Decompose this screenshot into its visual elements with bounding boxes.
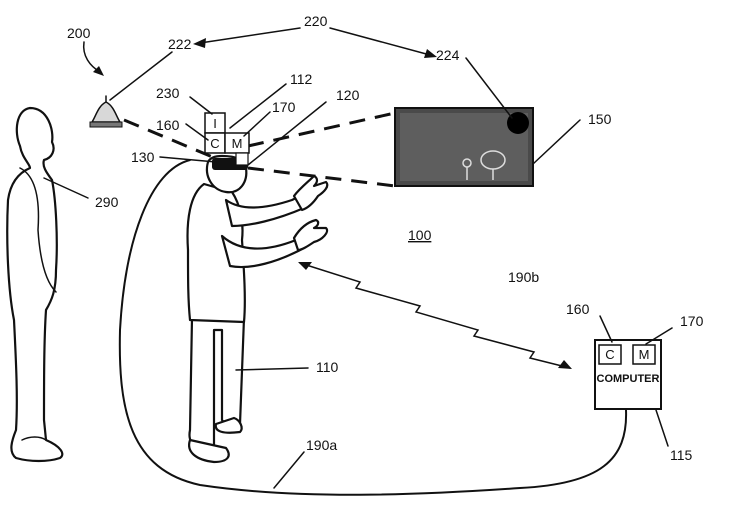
label-120: 120: [336, 87, 360, 103]
label-224: 224: [436, 47, 460, 63]
computer-m-letter: M: [639, 347, 650, 362]
label-112: 112: [290, 71, 313, 87]
headset-i-letter: I: [213, 116, 217, 131]
label-115: 115: [670, 447, 693, 463]
computer-title: COMPUTER: [597, 373, 660, 385]
computer-c-letter: C: [605, 347, 614, 362]
headset-module: I C M: [204, 112, 250, 166]
label-200: 200: [67, 25, 91, 41]
label-170-headset: 170: [272, 99, 296, 115]
label-150: 150: [588, 111, 612, 127]
wireless-link-190b: [299, 262, 571, 369]
bell-icon: [89, 95, 123, 128]
computer-box: C M COMPUTER: [594, 339, 662, 410]
leader-lines: [43, 51, 673, 489]
label-230: 230: [156, 85, 180, 101]
display-screen: [394, 107, 534, 187]
label-160-computer: 160: [566, 301, 590, 317]
observer-person: [6, 106, 64, 463]
arrowhead-computer: [558, 360, 572, 369]
label-290: 290: [95, 194, 119, 210]
label-160-headset: 160: [156, 117, 180, 133]
user-person: [186, 154, 329, 464]
headset-m-letter: M: [232, 136, 243, 151]
label-130: 130: [131, 149, 155, 165]
label-100: 100: [408, 227, 432, 243]
sensing-lines: [123, 111, 396, 188]
arrowhead-user: [298, 262, 312, 270]
label-110: 110: [316, 359, 339, 375]
label-222: 222: [168, 36, 192, 52]
label-190a: 190a: [306, 437, 337, 453]
headset-c-letter: C: [210, 136, 219, 151]
cable-190a: [118, 159, 628, 496]
label-170-computer: 170: [680, 313, 704, 329]
label-220: 220: [304, 13, 328, 29]
label-190b: 190b: [508, 269, 539, 285]
